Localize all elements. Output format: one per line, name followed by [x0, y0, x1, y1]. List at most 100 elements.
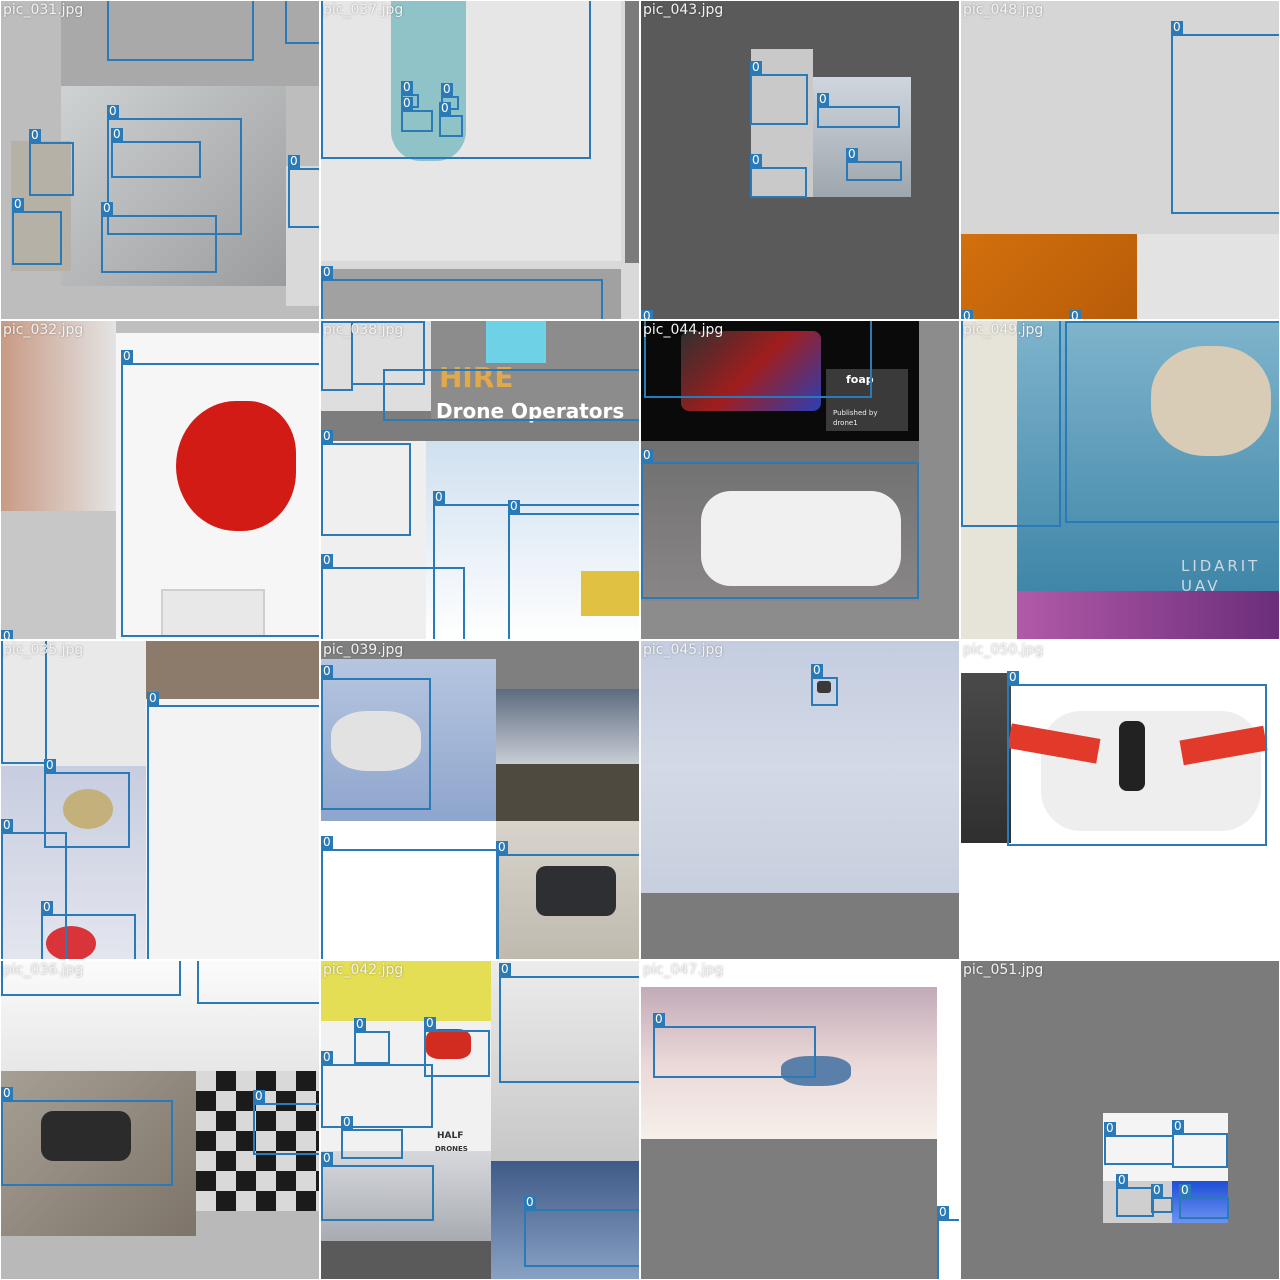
tile-filename: pic_032.jpg: [3, 322, 84, 338]
detection-box: 0: [811, 664, 838, 706]
detection-box: 0: [101, 202, 217, 273]
photo: [321, 1241, 491, 1279]
embedded-text: drone1: [833, 419, 858, 427]
tile-filename: pic_042.jpg: [323, 962, 404, 978]
photo: [321, 441, 431, 639]
photo: [817, 681, 831, 693]
photo: [581, 571, 639, 616]
photo: [641, 961, 959, 987]
embedded-text: foap: [846, 373, 874, 386]
detection-box: 0: [321, 665, 431, 810]
detection-box: 0: [424, 1017, 490, 1077]
embedded-text: UAV: [1181, 577, 1221, 595]
photo: [701, 491, 901, 586]
tile-filename: pic_050.jpg: [963, 642, 1044, 658]
photo: [1, 321, 116, 511]
photo: [146, 699, 319, 959]
detection-box: 0: [1116, 1174, 1154, 1217]
detection-box: 0: [321, 554, 465, 639]
photo: [1, 641, 146, 766]
photo: [536, 866, 616, 916]
tile-filename: pic_039.jpg: [323, 642, 404, 658]
photo: [321, 1, 621, 261]
detection-box: [1065, 321, 1279, 523]
detection-box: 0: [1, 1087, 173, 1186]
photo: [486, 321, 546, 363]
photo: [961, 673, 1011, 843]
detection-box: 0: [937, 1206, 959, 1279]
detection-box: 0: [288, 155, 319, 228]
photo: [1, 961, 319, 1071]
detection-box: 0: [321, 1051, 433, 1128]
tile-filename: pic_048.jpg: [963, 2, 1044, 18]
mosaic-tile: 0 0 0 0 0 pic_037.jpg: [320, 0, 640, 320]
embedded-text: HIRE: [439, 361, 514, 394]
detection-box: 0: [641, 449, 919, 599]
detection-box: 0: [341, 1116, 403, 1159]
photo: [46, 926, 96, 959]
detection-box: 0: [499, 963, 639, 1083]
detection-box: 0: [321, 1152, 434, 1221]
mosaic-tile: 0 0 0 pic_036.jpg: [0, 960, 320, 1280]
detection-box: 0: [1179, 1184, 1229, 1219]
photo: [321, 321, 431, 411]
photo: [286, 166, 319, 306]
detection-box: [961, 321, 1061, 527]
mosaic-tile: 0 0 0 0 0 pic_051.jpg: [960, 960, 1280, 1280]
mosaic-tile: 0 0 0 0 0 0 pic_031.jpg: [0, 0, 320, 320]
detection-box: 0: [354, 1018, 390, 1064]
detection-box: [383, 369, 639, 421]
detection-box: 0: [1171, 21, 1279, 214]
detection-box: [321, 1, 591, 159]
photo: [426, 1029, 471, 1059]
tile-filename: pic_031.jpg: [3, 2, 84, 18]
mosaic-tile: 0 0 0 pic_039.jpg: [320, 640, 640, 960]
photo: [813, 77, 911, 197]
embedded-text: Published by: [833, 409, 878, 417]
detection-box: 0: [147, 692, 319, 959]
photo: [1, 511, 116, 639]
detection-box: 0: [321, 266, 603, 319]
photo: [331, 711, 421, 771]
mosaic-tile: 0 pic_045.jpg: [640, 640, 960, 960]
detection-box: 0: [197, 961, 319, 1004]
tile-filename: pic_045.jpg: [643, 642, 724, 658]
detection-box: [351, 321, 425, 385]
tile-filename: pic_035.jpg: [3, 642, 84, 658]
detection-box: 0: [111, 128, 201, 178]
photo: [491, 1161, 639, 1279]
mosaic-tile: 0 0 0 pic_048.jpg: [960, 0, 1280, 320]
detection-box: 0: [846, 148, 902, 181]
photo: [641, 641, 959, 893]
photo: [625, 1, 639, 263]
detection-box: 0: [1, 819, 67, 959]
detection-box: 0: [107, 105, 242, 235]
detection-box: 0: [121, 350, 319, 637]
detection-box: 0: [253, 1090, 319, 1155]
detection-box: [644, 321, 872, 398]
photo: [826, 369, 908, 431]
detection-box: [107, 1, 254, 61]
photo: [41, 1111, 131, 1161]
detection-box: 0: [44, 759, 130, 848]
detection-box: 0: [750, 61, 808, 125]
photo: [176, 401, 296, 531]
photo: [321, 269, 621, 319]
photo: [781, 1056, 851, 1086]
detection-box: [1, 641, 47, 764]
tile-filename: pic_044.jpg: [643, 322, 724, 338]
detection-box: 0: [496, 841, 639, 959]
detection-box: [1, 961, 181, 996]
photo: [61, 1, 319, 86]
tile-filename: pic_038.jpg: [323, 322, 404, 338]
photo: [961, 321, 1017, 639]
detection-box: 0: [1007, 671, 1267, 846]
detection-box: 0: [433, 491, 639, 639]
photo: [1017, 591, 1279, 639]
photo: [1041, 711, 1261, 831]
detection-box: 0: [817, 93, 900, 128]
photo: [63, 789, 113, 829]
mosaic-tile: 0 pic_050.jpg: [960, 640, 1280, 960]
mosaic-tile: 0 0 0 0 0 pic_043.jpg: [640, 0, 960, 320]
photo: [496, 764, 639, 821]
